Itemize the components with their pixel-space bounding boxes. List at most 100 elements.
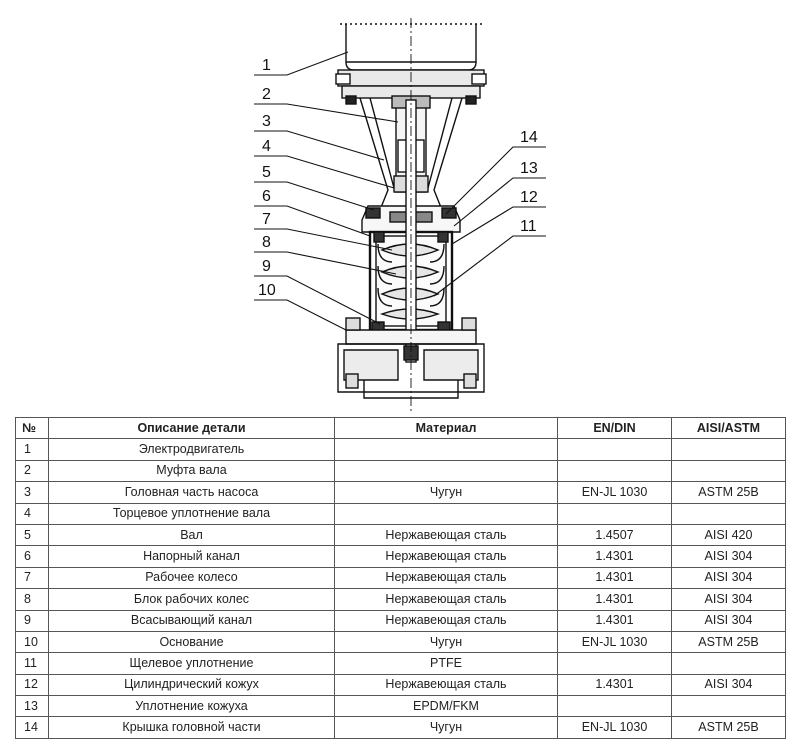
cell-material: EPDM/FKM xyxy=(334,695,558,718)
callout-7: 7 xyxy=(262,211,271,228)
callout-2: 2 xyxy=(262,86,271,103)
callout-4: 4 xyxy=(262,138,271,155)
callout-1: 1 xyxy=(262,57,271,74)
callout-12: 12 xyxy=(520,189,538,206)
callout-5: 5 xyxy=(262,164,271,181)
cell-aisi-astm xyxy=(671,459,786,483)
cell-material: Нержавеющая сталь xyxy=(334,523,558,547)
cell-material xyxy=(334,438,558,461)
cell-num: 14 xyxy=(15,716,49,739)
cell-aisi-astm: AISI 304 xyxy=(671,545,786,568)
cell-description: Цилиндрический кожух xyxy=(48,673,335,697)
cell-num: 11 xyxy=(15,652,49,675)
cell-description: Щелевое уплотнение xyxy=(48,652,335,675)
cell-description: Рабочее колесо xyxy=(48,566,335,590)
cell-num: 6 xyxy=(15,545,49,568)
cell-num: 3 xyxy=(15,481,49,504)
cell-description: Муфта вала xyxy=(48,459,335,483)
cell-aisi-astm: ASTM 25B xyxy=(671,716,786,739)
leader-lines xyxy=(254,51,546,331)
cell-num: 4 xyxy=(15,502,49,525)
cell-aisi-astm: AISI 304 xyxy=(671,609,786,632)
cell-num: 2 xyxy=(15,459,49,483)
cell-num: 5 xyxy=(15,523,49,547)
cell-material: Нержавеющая сталь xyxy=(334,673,558,697)
cell-description: Головная часть насоса xyxy=(48,481,335,504)
callout-11: 11 xyxy=(520,218,537,235)
cell-en-din xyxy=(557,695,672,718)
cell-aisi-astm xyxy=(671,652,786,675)
cell-aisi-astm: AISI 304 xyxy=(671,566,786,590)
cell-en-din: EN-JL 1030 xyxy=(557,630,672,654)
callout-14: 14 xyxy=(520,129,538,146)
cell-aisi-astm: ASTM 25B xyxy=(671,481,786,504)
cell-description: Основание xyxy=(48,630,335,654)
cell-material: Нержавеющая сталь xyxy=(334,609,558,632)
cell-aisi-astm: AISI 420 xyxy=(671,523,786,547)
base-outline xyxy=(337,317,485,399)
cell-description: Всасывающий канал xyxy=(48,609,335,632)
cell-en-din: EN-JL 1030 xyxy=(557,716,672,739)
cell-num: 13 xyxy=(15,695,49,718)
header-num: № xyxy=(15,416,49,440)
cell-num: 12 xyxy=(15,673,49,697)
parts-table: № Описание детали Материал EN/DIN AISI/A… xyxy=(15,416,786,739)
cell-aisi-astm: ASTM 25B xyxy=(671,630,786,654)
cell-en-din: 1.4301 xyxy=(557,609,672,632)
cell-material: Чугун xyxy=(334,716,558,739)
cell-aisi-astm xyxy=(671,695,786,718)
cell-en-din: 1.4301 xyxy=(557,566,672,590)
cell-material xyxy=(334,502,558,525)
cell-description: Вал xyxy=(48,523,335,547)
cell-en-din xyxy=(557,438,672,461)
table-header-row: № Описание детали Материал EN/DIN AISI/A… xyxy=(15,416,786,440)
pump-cross-section-drawing: 1 2 3 4 5 6 7 8 9 10 14 13 12 11 xyxy=(254,18,546,412)
cell-en-din: 1.4507 xyxy=(557,523,672,547)
cell-aisi-astm: AISI 304 xyxy=(671,588,786,611)
cell-en-din: 1.4301 xyxy=(557,673,672,697)
header-material: Материал xyxy=(334,416,558,440)
cell-material: Нержавеющая сталь xyxy=(334,588,558,611)
cell-en-din: 1.4301 xyxy=(557,545,672,568)
cell-description: Электродвигатель xyxy=(48,438,335,461)
cell-en-din: 1.4301 xyxy=(557,588,672,611)
cell-material: Чугун xyxy=(334,481,558,504)
callout-10: 10 xyxy=(258,282,276,299)
callout-3: 3 xyxy=(262,113,271,130)
cell-en-din xyxy=(557,502,672,525)
cell-material: Нержавеющая сталь xyxy=(334,545,558,568)
cell-aisi-astm xyxy=(671,502,786,525)
cell-en-din: EN-JL 1030 xyxy=(557,481,672,504)
cell-material xyxy=(334,459,558,483)
header-aisi-astm: AISI/ASTM xyxy=(671,416,786,440)
cell-num: 9 xyxy=(15,609,49,632)
cell-description: Блок рабочих колес xyxy=(48,588,335,611)
callout-9: 9 xyxy=(262,258,271,275)
header-en-din: EN/DIN xyxy=(557,416,672,440)
cell-description: Торцевое уплотнение вала xyxy=(48,502,335,525)
cell-num: 8 xyxy=(15,588,49,611)
cell-material: Нержавеющая сталь xyxy=(334,566,558,590)
cell-en-din xyxy=(557,652,672,675)
callout-13: 13 xyxy=(520,160,538,177)
header-description: Описание детали xyxy=(48,416,335,440)
cell-aisi-astm xyxy=(671,438,786,461)
cell-num: 1 xyxy=(15,438,49,461)
cell-material: Чугун xyxy=(334,630,558,654)
cell-num: 10 xyxy=(15,630,49,654)
cell-en-din xyxy=(557,459,672,483)
cell-num: 7 xyxy=(15,566,49,590)
